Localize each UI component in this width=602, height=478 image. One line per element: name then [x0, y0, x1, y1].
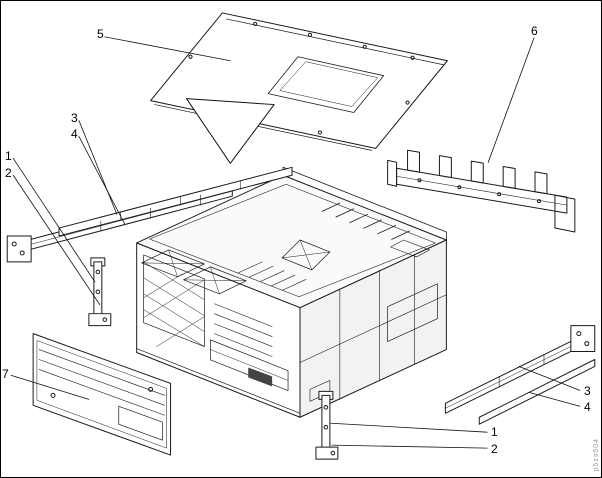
- callout-7-front-bezel: 7: [2, 367, 9, 381]
- callout-3-left-rail: 3: [71, 111, 78, 125]
- callout-2-left-bracket: 2: [5, 166, 12, 180]
- right-slide-rail: [444, 325, 596, 425]
- cable-management-arm: [387, 149, 576, 233]
- artwork-id: p5zs504: [593, 437, 600, 471]
- callout-1-left-bracket: 1: [5, 149, 12, 163]
- callout-3-right-rail: 3: [584, 384, 591, 398]
- callout-5-top-cover: 5: [97, 27, 104, 41]
- front-bezel: [32, 333, 172, 456]
- callout-1-bottom-bracket: 1: [491, 425, 498, 439]
- top-cover: [150, 12, 448, 164]
- bottom-mounting-bracket: [315, 390, 339, 460]
- callout-leader-lines: [10, 36, 581, 449]
- callout-2-bottom-bracket: 2: [491, 442, 498, 456]
- server-chassis: [136, 166, 447, 418]
- callout-4-left-rail: 4: [71, 127, 78, 141]
- callout-6-cable-arm: 6: [531, 24, 538, 38]
- cover-label-corner: [185, 98, 275, 164]
- left-mounting-bracket: [88, 257, 112, 327]
- callout-4-right-rail: 4: [584, 400, 591, 414]
